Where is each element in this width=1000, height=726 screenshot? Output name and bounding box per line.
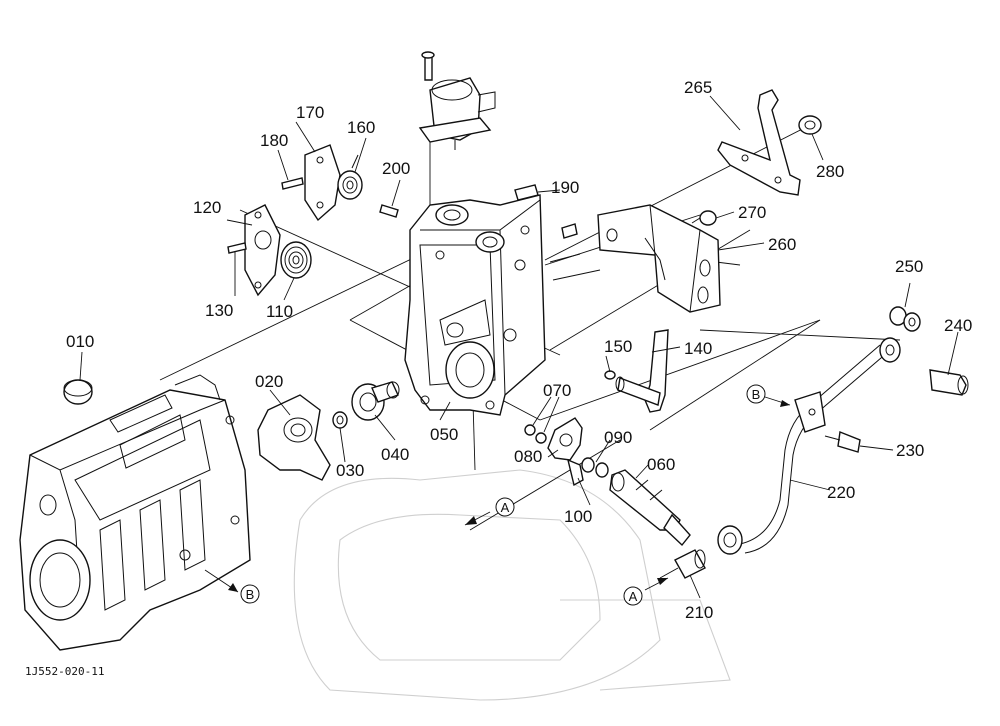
callout-140: 140 <box>684 339 712 358</box>
reference-arrow-b-right <box>764 396 791 407</box>
part-120-plate <box>244 204 281 297</box>
part-020-lever <box>257 394 331 481</box>
solenoid <box>418 51 496 150</box>
reference-marker-b-left: B <box>240 584 260 604</box>
part-080-plate <box>547 417 583 461</box>
part-130-pin <box>227 242 247 254</box>
callout-240: 240 <box>944 316 972 335</box>
callout-060: 060 <box>647 455 675 474</box>
reference-arrow-a-bottom <box>644 577 669 591</box>
callout-220: 220 <box>827 483 855 502</box>
part-280-nut <box>798 115 822 135</box>
svg-text:B: B <box>246 587 255 602</box>
transmission-case <box>19 374 251 651</box>
part-230-bolt <box>824 431 861 453</box>
callout-250: 250 <box>895 257 923 276</box>
callout-leaders <box>79 95 959 599</box>
part-070-orings <box>524 424 547 444</box>
callout-260: 260 <box>768 235 796 254</box>
part-180-pin <box>281 177 304 190</box>
callout-230: 230 <box>896 441 924 460</box>
callout-150: 150 <box>604 337 632 356</box>
callout-090: 090 <box>604 428 632 447</box>
svg-text:B: B <box>752 387 761 402</box>
callout-070: 070 <box>543 381 571 400</box>
callout-100: 100 <box>564 507 592 526</box>
part-200-pin <box>379 204 399 218</box>
callout-020: 020 <box>255 372 283 391</box>
part-050-housing <box>404 194 546 416</box>
reference-arrow-a-center <box>464 511 491 526</box>
part-170-plate <box>304 144 341 222</box>
part-240-bolt <box>929 369 969 396</box>
part-190-bolt <box>514 184 601 281</box>
callout-030: 030 <box>336 461 364 480</box>
callout-080: 080 <box>514 447 542 466</box>
callout-210: 210 <box>685 603 713 622</box>
svg-text:A: A <box>629 589 638 604</box>
callout-180: 180 <box>260 131 288 150</box>
part-100-pin <box>566 458 584 487</box>
callout-160: 160 <box>347 118 375 137</box>
part-090-washers <box>581 457 609 478</box>
part-220-pipe <box>734 337 901 554</box>
callout-050: 050 <box>430 425 458 444</box>
part-265-bracket <box>717 89 801 196</box>
drawing-code: 1J552-020-11 <box>25 665 104 678</box>
callout-120: 120 <box>193 198 221 217</box>
part-260-bracket <box>597 204 721 313</box>
part-270-bolt <box>691 210 717 226</box>
part-150-oring <box>604 370 616 380</box>
callout-110: 110 <box>266 302 293 321</box>
part-250-washers <box>889 306 921 332</box>
part-040-bushing <box>351 381 400 421</box>
callout-170: 170 <box>296 103 324 122</box>
reference-arrow-b-left <box>204 569 239 593</box>
part-030-washer <box>332 411 348 429</box>
callout-190: 190 <box>551 178 579 197</box>
part-210-fitting <box>659 525 743 579</box>
callout-200: 200 <box>382 159 410 178</box>
part-160-spring <box>337 154 363 200</box>
svg-text:A: A <box>501 500 510 515</box>
callout-130: 130 <box>205 301 233 320</box>
callout-040: 040 <box>381 445 409 464</box>
callout-265: 265 <box>684 78 712 97</box>
callout-010: 010 <box>66 332 94 351</box>
reference-marker-a-center: A <box>495 497 515 517</box>
reference-marker-b-right: B <box>746 384 766 404</box>
part-110-spring <box>280 241 312 279</box>
callout-280: 280 <box>816 162 844 181</box>
part-callouts: 010 020 030 040 050 060 070 080 090 100 … <box>66 78 972 622</box>
part-010-plug <box>63 379 93 405</box>
callout-270: 270 <box>738 203 766 222</box>
reference-marker-a-bottom: A <box>623 586 643 606</box>
part-060-shaft <box>609 469 691 547</box>
